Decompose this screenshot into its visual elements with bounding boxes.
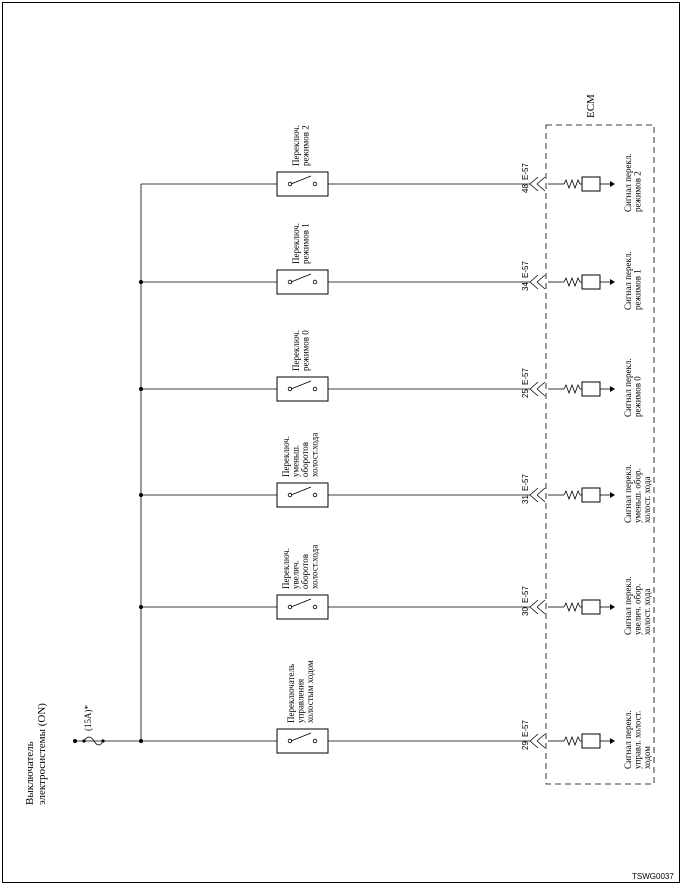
- connector-symbol: [529, 381, 546, 397]
- circuit-row-idle-up: 30 E-57 Переключ.увелич.оборотовхолост.ход…: [139, 545, 652, 635]
- signal-label: Сигнал перекл.управл. холост.ходом: [623, 710, 652, 769]
- ecm-box: [545, 124, 655, 785]
- fuse-label: (15A)*: [83, 705, 93, 731]
- switch-label: Переключательуправленияхолостым ходом: [286, 660, 315, 723]
- switch-blade: [290, 175, 312, 185]
- resistor-symbol: [563, 735, 581, 747]
- arrow-icon: [610, 604, 615, 610]
- arrow-icon: [610, 492, 615, 498]
- signal-label: Сигнал перекл.режимов 0: [623, 358, 643, 417]
- switch-contact-right: [312, 279, 318, 285]
- pin-number: 48: [521, 184, 530, 193]
- connector-code: E-57: [521, 474, 530, 491]
- connector-symbol: [529, 176, 546, 192]
- signal-label: Сигнал перекл.режимов 1: [623, 251, 643, 310]
- switch-box: [276, 269, 329, 295]
- switch-label: Переключ.увелич.оборотовхолост.хода: [281, 545, 320, 589]
- switch-box: [276, 594, 329, 620]
- ecm-input-box: [581, 733, 601, 749]
- switch-blade: [290, 598, 312, 608]
- connector-symbol: [529, 599, 546, 615]
- switch-contact-right: [312, 738, 318, 744]
- ecm-input-box: [581, 176, 601, 192]
- resistor-symbol: [563, 489, 581, 501]
- arrow-icon: [610, 181, 615, 187]
- ecm-input-box: [581, 274, 601, 290]
- switch-blade: [290, 273, 312, 283]
- arrow-icon: [610, 738, 615, 744]
- pin-number: 30: [521, 607, 530, 616]
- switch-box: [276, 482, 329, 508]
- ecm-input-box: [581, 487, 601, 503]
- resistor-symbol: [563, 383, 581, 395]
- fuse-symbol: [83, 736, 104, 746]
- pin-number: 29: [521, 741, 530, 750]
- arrow-icon: [610, 279, 615, 285]
- signal-label: Сигнал перекл.режимов 2: [623, 153, 643, 212]
- ecm-input-box: [581, 599, 601, 615]
- signal-label: Сигнал перекл.увелич. обор.холост. хода: [623, 576, 652, 635]
- circuit-row-idle-control: 29 E-57 Переключательуправленияхолостым хо…: [139, 660, 652, 769]
- resistor-symbol: [563, 601, 581, 613]
- source-terminal: [73, 739, 77, 743]
- switch-contact-right: [312, 181, 318, 187]
- switch-label: Переключ.режимов 2: [291, 125, 311, 166]
- arrow-icon: [610, 386, 615, 392]
- switch-label: Переключ.уменьш.оборотовхолост.хода: [281, 433, 320, 477]
- switch-box: [276, 728, 329, 754]
- switch-blade: [290, 380, 312, 390]
- switch-label: Переключ.режимов 0: [291, 330, 311, 371]
- switch-blade: [290, 732, 312, 742]
- switch-label: Переключ.режимов 1: [291, 223, 311, 264]
- switch-box: [276, 376, 329, 402]
- connector-code: E-57: [521, 163, 530, 180]
- connector-symbol: [529, 274, 546, 290]
- circuit-row-mode0: 25 E-57 Переключ.режимов 0 Сигнал перекл.ре…: [139, 330, 643, 417]
- circuit-row-idle-down: 31 E-57 Переключ.уменьш.оборотовхолост.ход…: [139, 433, 652, 523]
- switch-contact-right: [312, 604, 318, 610]
- pin-number: 25: [521, 389, 530, 398]
- connector-code: E-57: [521, 261, 530, 278]
- connector-code: E-57: [521, 368, 530, 385]
- switch-box: [276, 171, 329, 197]
- source-label: Выключатель электросистемы (ON): [24, 703, 48, 805]
- figure-code: TSWG0037: [632, 872, 674, 881]
- resistor-symbol: [563, 178, 581, 190]
- switch-blade: [290, 486, 312, 496]
- connector-code: E-57: [521, 586, 530, 603]
- circuit-row-mode2: 48 E-57 Переключ.режимов 2 Сигнал перекл.ре…: [141, 125, 643, 212]
- circuit-row-mode1: 34 E-57 Переключ.режимов 1 Сигнал перекл.ре…: [139, 223, 643, 310]
- switch-contact-right: [312, 386, 318, 392]
- ecm-input-box: [581, 381, 601, 397]
- switch-contact-right: [312, 492, 318, 498]
- connector-symbol: [529, 487, 546, 503]
- signal-label: Сигнал перекл.уменьш. обор.холост. хода: [623, 464, 652, 523]
- connector-symbol: [529, 733, 546, 749]
- ecm-label: ECM: [585, 94, 597, 118]
- resistor-symbol: [563, 276, 581, 288]
- fuse-terminal-right: [101, 739, 105, 743]
- connector-code: E-57: [521, 720, 530, 737]
- pin-number: 34: [521, 282, 530, 291]
- fuse-terminal-left: [82, 739, 86, 743]
- pin-number: 31: [521, 495, 530, 504]
